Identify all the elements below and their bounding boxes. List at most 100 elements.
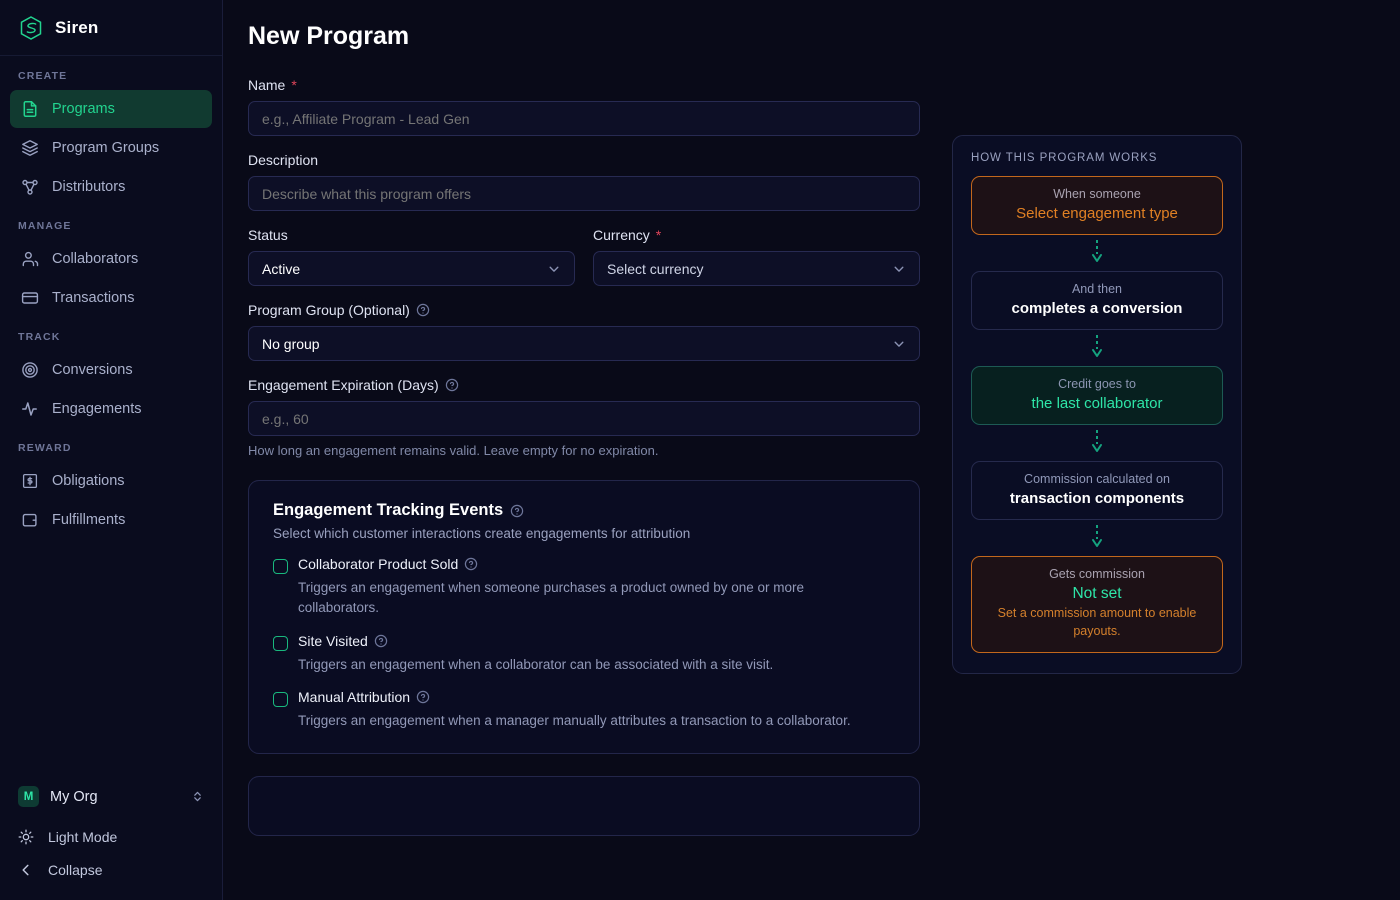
status-currency-row: Status Active Currency * (248, 227, 920, 302)
main-content: New Program Name * Description (223, 0, 1400, 900)
sidebar-item-obligations[interactable]: Obligations (10, 462, 212, 500)
theme-toggle-label: Light Mode (48, 828, 118, 845)
content-columns: Name * Description Status (248, 77, 1400, 836)
sidebar-item-transactions[interactable]: Transactions (10, 279, 212, 317)
checkbox-site-visited[interactable] (273, 635, 288, 651)
tracking-option: Site Visited Triggers an (273, 633, 895, 675)
sidebar-item-label: Collaborators (52, 251, 139, 267)
checkbox-collaborator-product-sold[interactable] (273, 559, 288, 574)
engagement-tracking-card: Engagement Tracking Events Select which … (248, 480, 920, 754)
sidebar-item-engagements[interactable]: Engagements (10, 390, 212, 428)
nav-group-reward: REWARD Obligations (0, 442, 222, 539)
step-value: the last collaborator (1031, 395, 1163, 412)
required-asterisk: * (291, 77, 297, 93)
works-step-engagement-type: When someone Select engagement type (971, 176, 1223, 235)
field-label-currency: Currency * (593, 227, 920, 243)
question-circle-icon[interactable] (416, 690, 430, 704)
checkbox-manual-attribution[interactable] (273, 691, 288, 707)
org-switcher[interactable]: M My Org (14, 781, 208, 812)
sidebar-item-label: Engagements (52, 401, 142, 417)
sidebar-item-programs[interactable]: Programs (10, 90, 212, 128)
siren-hexagon-logo (18, 15, 44, 41)
sidebar-item-collaborators[interactable]: Collaborators (10, 240, 212, 278)
label-text: Currency (593, 227, 650, 243)
sidebar-item-distributors[interactable]: Distributors (10, 168, 212, 206)
name-input[interactable] (248, 101, 920, 136)
sidebar-item-conversions[interactable]: Conversions (10, 351, 212, 389)
field-label-status: Status (248, 227, 575, 243)
org-avatar: M (18, 786, 39, 807)
sidebar-item-program-groups[interactable]: Program Groups (10, 129, 212, 167)
page-title: New Program (248, 22, 410, 50)
network-nodes-icon (21, 178, 39, 196)
users-icon (21, 250, 39, 268)
field-currency: Currency * Select currency (593, 227, 920, 286)
checkbox-description: Triggers an engagement when a manager ma… (298, 712, 851, 728)
step-note: Set a commission amount to enable payout… (997, 606, 1197, 638)
tracking-option-row[interactable]: Collaborator Product Sold (273, 556, 895, 574)
chevron-updown-icon (191, 790, 204, 803)
field-program-group: Program Group (Optional) No group (248, 302, 920, 361)
checkbox-label: Collaborator Product Sold (298, 556, 478, 572)
nav-group-manage: MANAGE Collaborators (0, 220, 222, 317)
label-text: Name (248, 77, 286, 93)
theme-toggle-button[interactable]: Light Mode (14, 820, 208, 853)
nav-group-create: CREATE Programs (0, 70, 222, 206)
engagement-expiration-input[interactable] (248, 401, 920, 436)
status-value: Active (262, 260, 301, 277)
currency-select[interactable]: Select currency (593, 251, 920, 286)
program-form: Name * Description Status (248, 77, 920, 836)
sidebar-item-label: Fulfillments (52, 512, 126, 528)
brand[interactable]: Siren (0, 0, 222, 56)
next-section-card (248, 776, 920, 836)
question-circle-icon[interactable] (510, 504, 524, 518)
field-label-name: Name * (248, 77, 920, 93)
sidebar-nav: CREATE Programs (0, 56, 222, 781)
works-step-commission-basis: Commission calculated on transaction com… (971, 461, 1223, 520)
program-group-select[interactable]: No group (248, 326, 920, 361)
step-value: transaction components (1009, 490, 1185, 507)
chevron-down-icon (892, 262, 906, 276)
tracking-option: Manual Attribution Trigge (273, 689, 895, 731)
question-circle-icon[interactable] (445, 378, 459, 392)
flow-connector-arrow (971, 520, 1223, 556)
works-step-credit: Credit goes to the last collaborator (971, 366, 1223, 425)
label-text: Program Group (Optional) (248, 302, 410, 318)
checkbox-description: Triggers an engagement when a collaborat… (298, 656, 774, 672)
checkbox-description: Triggers an engagement when someone purc… (298, 580, 805, 616)
nav-group-label-create: CREATE (18, 70, 68, 82)
flow-connector-arrow (971, 425, 1223, 461)
question-circle-icon[interactable] (416, 303, 430, 317)
tracking-option-row[interactable]: Site Visited (273, 633, 895, 651)
works-step-conversion: And then completes a conversion (971, 271, 1223, 330)
target-icon (21, 361, 39, 379)
question-circle-icon[interactable] (464, 557, 478, 571)
chevron-down-icon (547, 262, 561, 276)
engagement-expiration-hint: How long an engagement remains valid. Le… (248, 443, 659, 458)
sidebar-item-label: Obligations (52, 473, 125, 489)
chevron-down-icon (892, 337, 906, 351)
description-input[interactable] (248, 176, 920, 211)
sidebar-footer: M My Org Light Mode (0, 781, 222, 900)
flow-connector-arrow (971, 330, 1223, 366)
question-circle-icon[interactable] (374, 634, 388, 648)
label-text: Description (248, 152, 319, 168)
document-icon (21, 100, 39, 118)
works-panel-title: HOW THIS PROGRAM WORKS (971, 152, 1158, 164)
checkbox-label-text: Collaborator Product Sold (298, 556, 459, 572)
currency-value: Select currency (607, 260, 704, 277)
sidebar-item-label: Conversions (52, 362, 133, 378)
field-description: Description (248, 152, 920, 211)
sidebar: Siren CREATE Programs (0, 0, 223, 900)
collapse-sidebar-button[interactable]: Collapse (14, 853, 208, 886)
brand-name: Siren (55, 17, 99, 37)
sidebar-item-label: Distributors (52, 179, 126, 195)
tracking-option-row[interactable]: Manual Attribution (273, 689, 895, 707)
sidebar-item-fulfillments[interactable]: Fulfillments (10, 501, 212, 539)
banknote-icon (21, 472, 39, 490)
sidebar-item-label: Program Groups (52, 140, 160, 156)
status-select[interactable]: Active (248, 251, 575, 286)
sidebar-item-label: Programs (52, 101, 115, 117)
checkbox-label: Site Visited (298, 633, 388, 649)
